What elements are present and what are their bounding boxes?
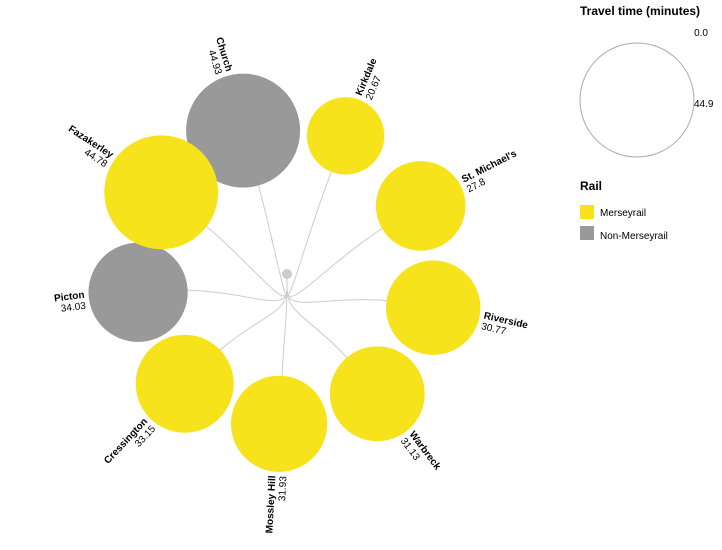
size-legend-title: Travel time (minutes) — [580, 4, 700, 18]
station-value-picton: 34.03 — [60, 301, 87, 315]
station-name-mossley-hill: Mossley Hill — [264, 475, 278, 534]
station-value-mossley-hill: 31.93 — [277, 475, 289, 501]
legend-label-merseyrail: Merseyrail — [600, 208, 646, 219]
bubble-picton[interactable] — [88, 242, 188, 342]
size-legend-circle — [579, 42, 695, 158]
size-legend-max-label: 44.9 — [694, 99, 714, 110]
legend-swatch-merseyrail — [580, 205, 594, 219]
station-name-st-michael-s: St. Michael's — [460, 148, 519, 185]
size-legend-min-label: 0.0 — [694, 28, 708, 39]
legend-swatch-non-merseyrail — [580, 226, 594, 240]
color-legend-title: Rail — [580, 179, 602, 193]
legend-label-non-merseyrail: Non-Merseyrail — [600, 231, 668, 242]
hub-node — [282, 269, 292, 279]
size-legend: Travel time (minutes) 0.0 44.9 — [579, 4, 714, 158]
bubble-church[interactable] — [186, 73, 301, 188]
bubble-st-michael-s[interactable] — [375, 161, 466, 251]
bubble-warbreck[interactable] — [329, 346, 425, 442]
bubble-riverside[interactable] — [386, 260, 481, 355]
bubble-kirkdale[interactable] — [306, 97, 385, 175]
color-legend: Rail Merseyrail Non-Merseyrail — [580, 179, 668, 242]
label-group-st-michael-s: St. Michael's27.8 — [460, 148, 519, 195]
bubble-mossley-hill[interactable] — [231, 375, 328, 472]
station-name-picton: Picton — [53, 290, 85, 305]
bubble-fazakerley[interactable] — [104, 135, 219, 250]
bubble-cressington[interactable] — [135, 334, 234, 433]
bubble-layer — [88, 73, 481, 472]
